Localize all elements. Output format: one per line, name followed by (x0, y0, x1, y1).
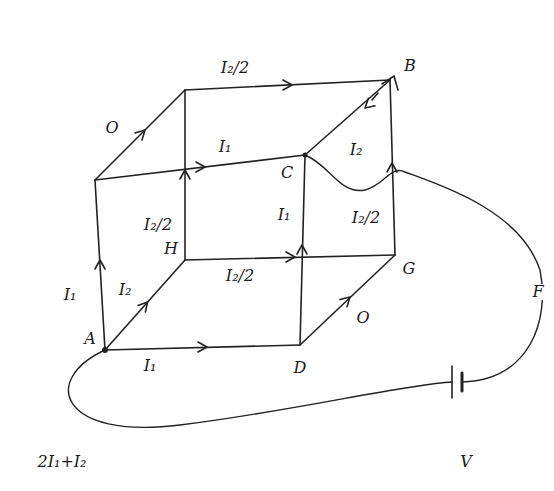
vertex-label: H (163, 241, 179, 257)
arrow-head (180, 170, 190, 179)
arrow-head (135, 130, 145, 140)
arrow-head (365, 98, 375, 108)
current-label: I₂ (349, 142, 364, 158)
cube-edge (95, 155, 305, 180)
arrow-head (297, 245, 307, 254)
wires (69, 155, 543, 427)
wire (305, 155, 542, 382)
cube-edge (185, 80, 390, 90)
wire (69, 350, 452, 427)
cube-edge (305, 80, 390, 155)
arrow-mark (372, 93, 378, 100)
current-label: I₂/2 (351, 210, 381, 226)
cube-edge (300, 255, 395, 345)
current-label: I₁ (277, 207, 292, 223)
cube-edges (95, 80, 395, 350)
current-label: I₂/2 (225, 268, 255, 284)
arrow-head (138, 302, 148, 312)
current-label: I₂ (118, 282, 133, 298)
cube-edge (184, 90, 186, 260)
cube-edge (95, 180, 105, 350)
current-label: I₂/2 (220, 60, 250, 76)
current-label: I₂/2 (143, 217, 173, 233)
arrow-head (95, 260, 105, 269)
vertex-label: D (293, 360, 308, 376)
current-arrows (95, 76, 398, 352)
arrow-head (198, 342, 207, 352)
battery-label: V (459, 454, 473, 470)
vertex-label: G (402, 261, 417, 277)
current-label: O (104, 120, 119, 136)
arrow-head (196, 162, 205, 172)
junction-dots (102, 153, 308, 354)
current-label: I₁ (143, 358, 158, 374)
vertex-label: C (280, 165, 294, 181)
current-label: 2I₁+I₂ (36, 454, 87, 470)
battery-plate (461, 373, 464, 391)
cube-edge (105, 260, 185, 350)
cube-edge (95, 90, 185, 180)
battery-plate (451, 366, 453, 398)
vertex-label: B (403, 58, 417, 74)
arrow-mark (382, 76, 398, 90)
terminal-label: F (531, 284, 544, 300)
current-label: I₁ (63, 287, 78, 303)
arrow-head (340, 297, 350, 307)
arrow-head (283, 80, 292, 90)
current-label: O (355, 310, 370, 326)
battery-symbol (452, 366, 462, 398)
vertex-label: A (83, 331, 97, 347)
current-label: I₁ (218, 139, 233, 155)
arrow-head (286, 252, 295, 262)
